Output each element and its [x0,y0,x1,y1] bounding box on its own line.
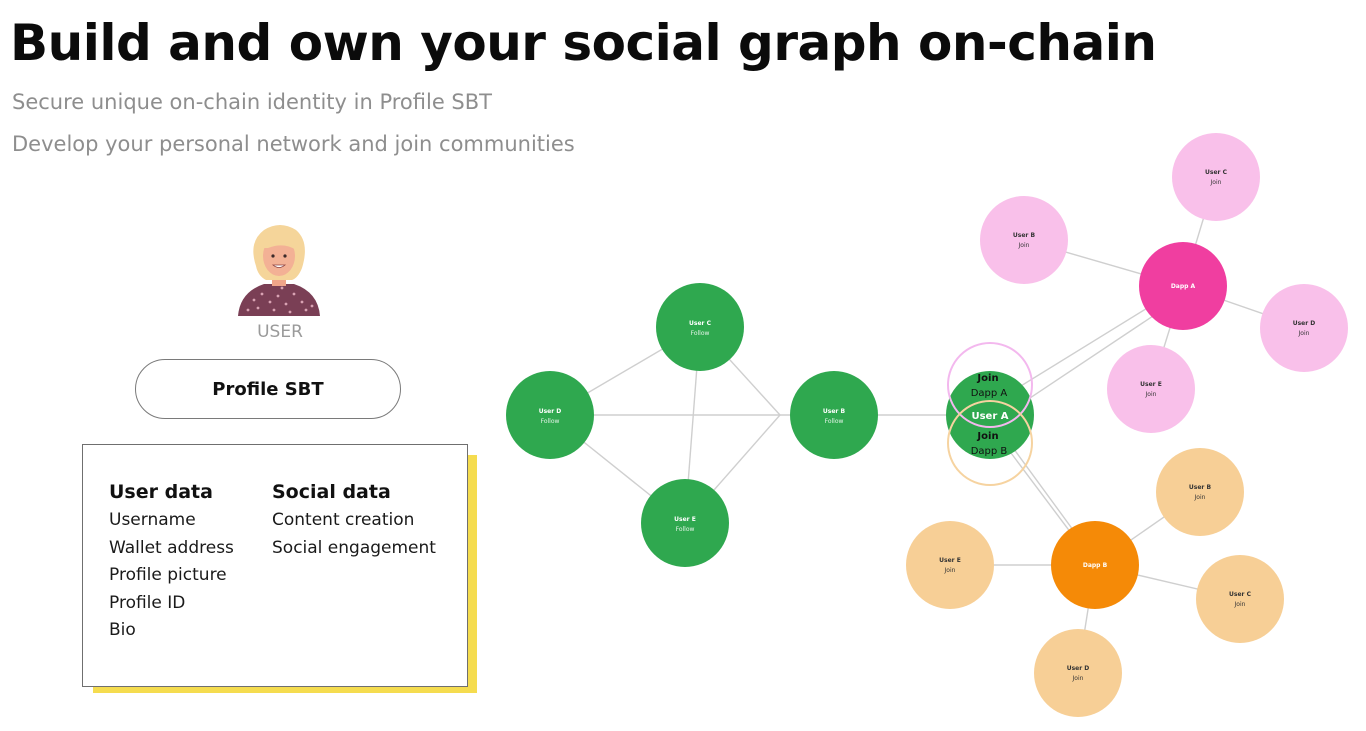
node-sub: Join [1210,179,1222,186]
user-data-item: Wallet address [109,537,234,558]
social-data-item: Content creation [272,510,415,530]
node-sub: Follow [676,526,695,533]
join-b-label: Join [976,431,998,442]
social-data-item: Social engagement [272,537,436,558]
follow-node-user-c: User C Follow [656,283,744,371]
node-sub: Join [1072,675,1084,682]
dapp-b-hub: Dapp B [1051,521,1139,609]
social-data-column: Social data Content creation Social enga… [272,481,436,562]
node-sub: Join [1145,391,1157,398]
dapp-a-member-user-e: User E Join [1107,345,1195,433]
join-a-label: Join [976,373,998,384]
node-sub: Join [1298,330,1310,337]
node-title: User E [674,516,696,523]
dapp-b-member-user-c: User C Join [1196,555,1284,643]
node-sub: Follow [541,418,560,425]
profile-sbt-pill: Profile SBT [135,359,401,419]
node-title: Dapp A [1171,283,1196,290]
profile-data-card: User data Username Wallet address Profil… [82,444,468,687]
node-title: User C [689,320,712,327]
user-data-item: Profile picture [109,565,227,585]
user-a-label: User A [971,411,1008,422]
node-title: User D [539,408,562,415]
social-data-heading: Social data [272,481,391,503]
follow-node-user-d: User D Follow [506,371,594,459]
dapp-b-label: Dapp B [971,446,1008,457]
node-title: User C [1229,591,1252,598]
node-sub: Follow [691,330,710,337]
dapp-b-member-user-e: User E Join [906,521,994,609]
node-sub: Join [1194,494,1206,501]
subtitle-network: Develop your personal network and join c… [12,132,575,156]
node-sub: Join [1234,601,1246,608]
user-data-item: Profile ID [109,592,186,613]
center-user-a: Join Dapp A User A Join Dapp B [946,342,1034,486]
user-avatar-icon [238,225,320,316]
dapp-a-label: Dapp A [971,388,1008,399]
node-title: User D [1067,665,1090,672]
node-title: User B [823,408,846,415]
dapp-b-member-user-b: User B Join [1156,448,1244,536]
user-data-heading: User data [109,481,213,503]
user-data-item: Username [109,510,196,530]
node-title: User E [1140,381,1162,388]
node-sub: Join [1018,242,1030,249]
node-title: User D [1293,320,1316,327]
node-sub: Join [944,567,956,574]
user-data-column: User data Username Wallet address Profil… [109,481,234,645]
page-title: Build and own your social graph on-chain [10,14,1157,72]
subtitle-identity: Secure unique on-chain identity in Profi… [12,90,492,114]
dapp-b-member-user-d: User D Join [1034,629,1122,717]
node-title: Dapp B [1083,562,1108,569]
join-ring-dapp-b [947,400,1033,486]
dapp-a-hub: Dapp A [1139,242,1227,330]
dapp-a-member-user-b: User B Join [980,196,1068,284]
node-title: User E [939,557,961,564]
node-sub: Follow [825,418,844,425]
dapp-a-member-user-c: User C Join [1172,133,1260,221]
user-label: USER [257,322,303,342]
follow-node-user-b: User B Follow [790,371,878,459]
node-title: User C [1205,169,1228,176]
user-data-item: Bio [109,620,136,640]
dapp-a-member-user-d: User D Join [1260,284,1348,372]
follow-node-user-e: User E Follow [641,479,729,567]
join-ring-dapp-a [947,342,1033,428]
node-title: User B [1013,232,1036,239]
node-title: User B [1189,484,1212,491]
